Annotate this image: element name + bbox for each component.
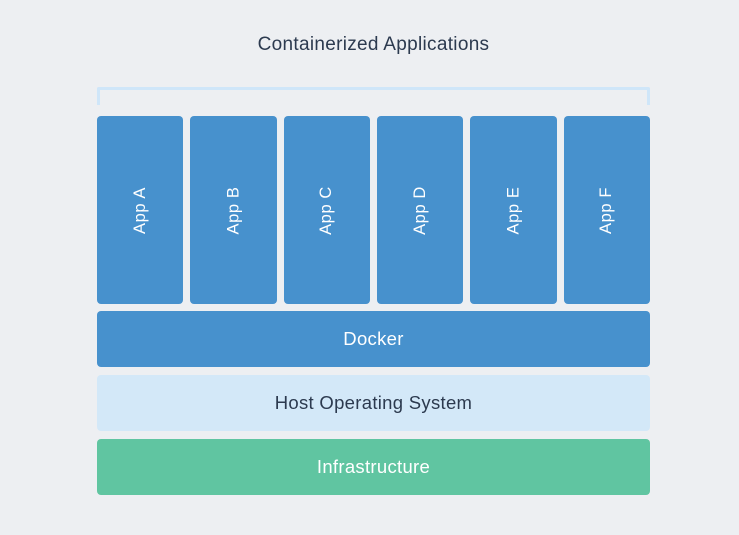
app-c-box: App C [283, 116, 370, 304]
app-e-box: App E [470, 116, 557, 304]
app-b-box: App B [190, 116, 277, 304]
app-e-label: App E [503, 186, 522, 234]
apps-grouping-bracket [97, 87, 650, 105]
host-operating-system-layer: Host Operating System [97, 375, 650, 431]
docker-layer: Docker [97, 311, 650, 367]
diagram-title: Containerized Applications [257, 34, 490, 55]
app-c-label: App C [317, 185, 336, 235]
app-a-label: App A [130, 186, 149, 234]
app-f-label: App F [597, 186, 616, 234]
app-d-label: App D [410, 185, 429, 235]
containerized-apps-row: App A App B App C App D App E App F [97, 116, 650, 304]
infrastructure-layer: Infrastructure [97, 439, 650, 495]
app-b-label: App B [223, 186, 242, 234]
app-a-box: App A [97, 116, 184, 304]
app-d-box: App D [376, 116, 464, 304]
app-f-box: App F [563, 116, 650, 304]
